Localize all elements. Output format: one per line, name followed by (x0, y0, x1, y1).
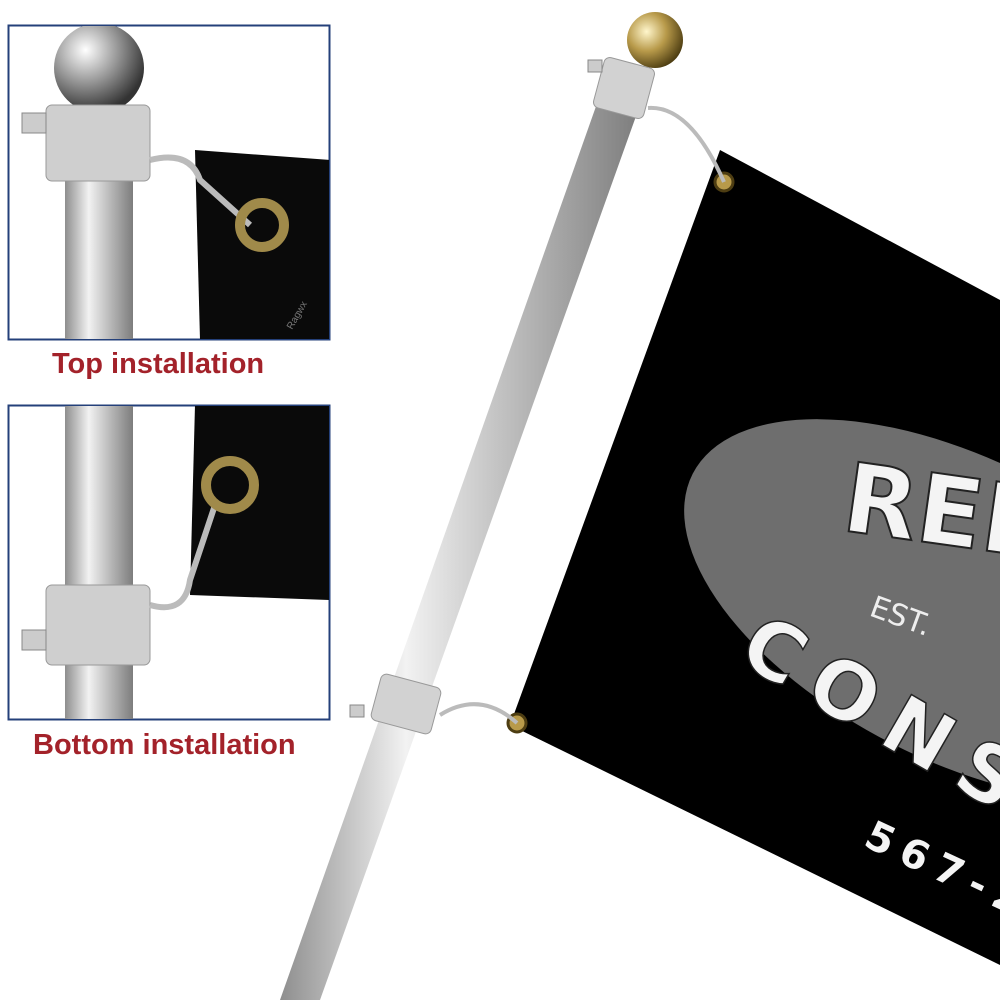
carabiner-bottom (438, 702, 519, 725)
flag-oval (684, 419, 1000, 801)
ring-clamp (45, 104, 151, 182)
thumb-screw (587, 59, 603, 73)
grommet (201, 456, 259, 514)
flag-pole (280, 12, 726, 1000)
thumb-screw (349, 704, 365, 718)
flag: RED EST. CONST 567-2 (506, 150, 1000, 965)
top-installation-label: Top installation (52, 348, 265, 380)
ring-clamp (45, 584, 151, 666)
top-installation-panel: Ragwx (7, 24, 331, 341)
grommet (235, 198, 289, 252)
silver-finial (54, 26, 144, 113)
top-ring (593, 57, 655, 119)
flag-text-line1: RED (837, 442, 1000, 583)
bottom-installation-panel (7, 404, 331, 721)
bottom-ring (370, 673, 442, 735)
bottom-installation-label: Bottom installation (33, 729, 296, 761)
carabiner-top (647, 105, 726, 183)
gold-finial (627, 12, 683, 68)
